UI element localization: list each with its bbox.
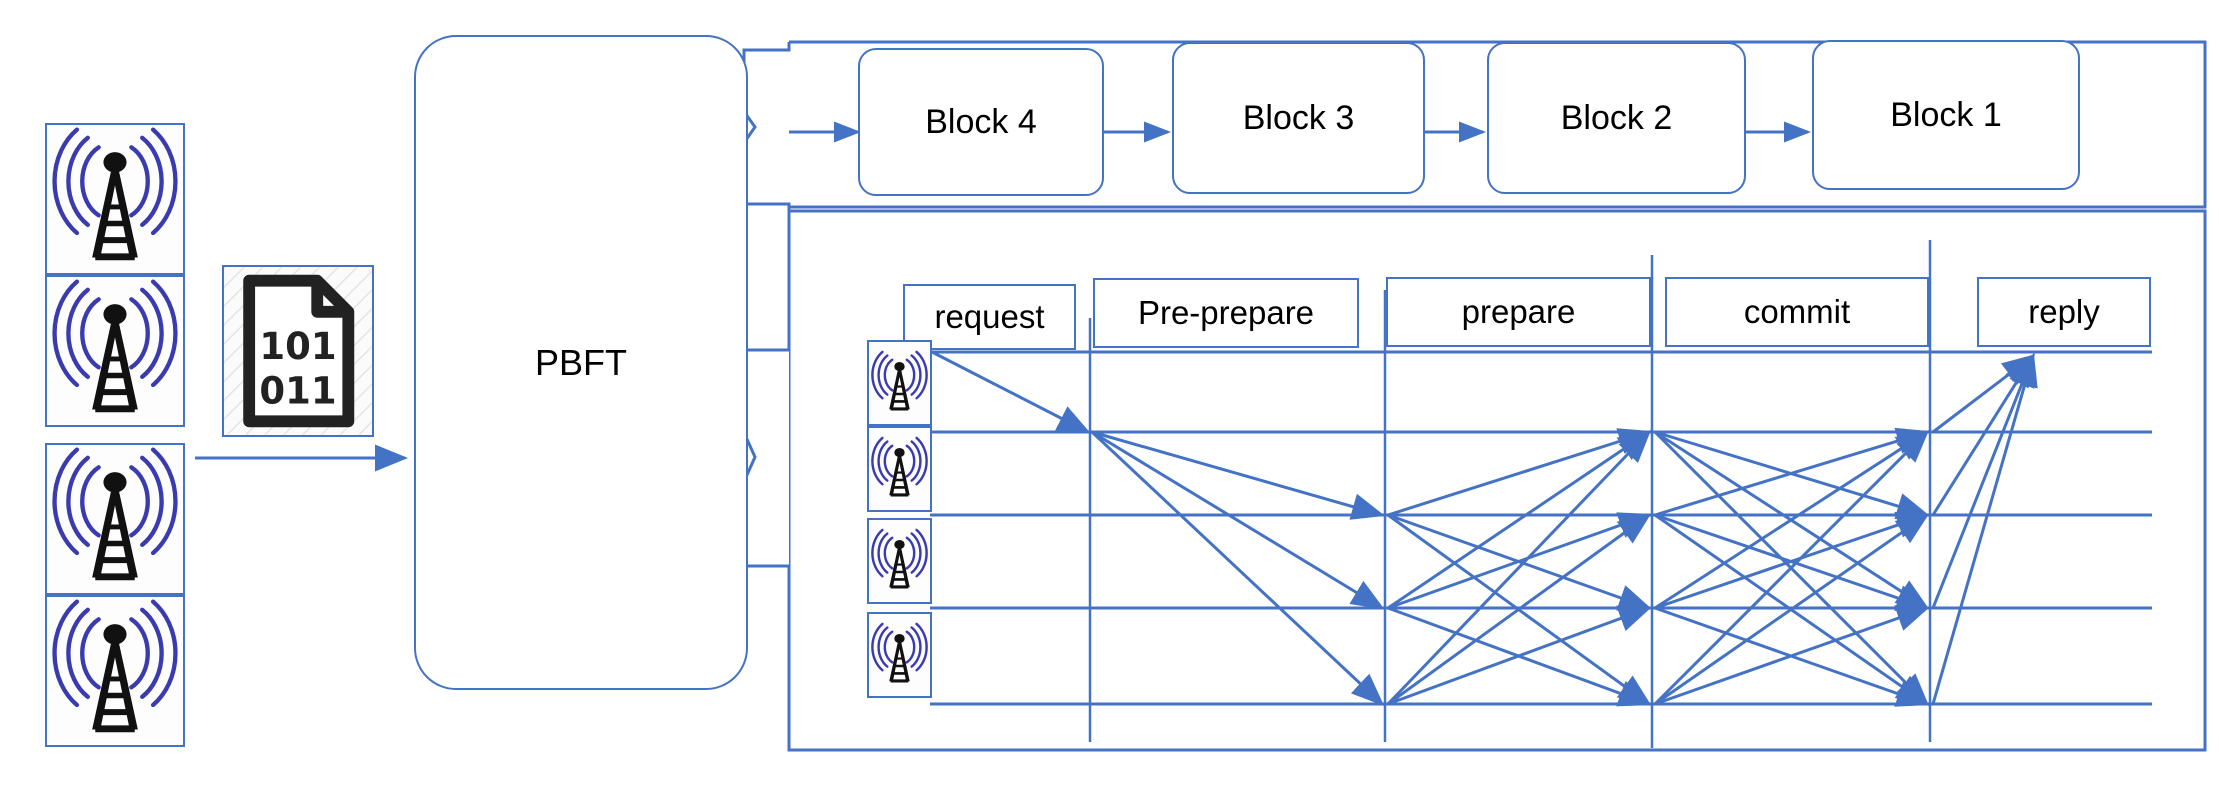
phase-label-text: commit [1743,293,1851,330]
radio-tower-icon [52,599,178,733]
phase-reply[interactable]: reply [1977,277,2151,347]
radio-tower-icon [52,127,178,261]
block-label: Block 2 [1560,98,1673,137]
binary-data-packet[interactable]: 101 011 [222,265,374,437]
radio-tower-icon [871,350,928,411]
phase-label-text: prepare [1461,293,1576,330]
node-lifelines [930,350,2152,706]
block-4[interactable]: Block 4 [858,48,1104,196]
reply-messages [1931,353,2038,705]
binary-line-2: 011 [259,370,336,413]
pbft-node-client[interactable] [867,340,932,426]
phase-prepare[interactable]: prepare [1386,277,1651,347]
phase-pre-prepare[interactable]: Pre-prepare [1093,278,1359,348]
pbft-sequence-container [787,209,2207,752]
block-3[interactable]: Block 3 [1172,42,1425,194]
block-1[interactable]: Block 1 [1812,40,2080,190]
pre-prepare-messages [1090,430,1385,707]
sensor-node-4[interactable] [45,595,185,747]
pbft-label: PBFT [534,341,627,383]
binary-line-1: 101 [259,325,336,368]
phase-request[interactable]: request [903,284,1076,350]
phase-commit[interactable]: commit [1665,277,1929,347]
pbft-node-replica-2[interactable] [867,518,932,604]
phase-label-text: request [934,298,1045,335]
sensor-node-3[interactable] [45,443,185,595]
sensor-node-2[interactable] [45,275,185,427]
phase-label-text: Pre-prepare [1137,294,1315,331]
prepare-messages [1386,428,1652,707]
radio-tower-icon [871,436,928,497]
radio-tower-icon [871,622,928,683]
blockchain-container [789,40,2207,209]
binary-document-icon: 101 011 [224,267,372,435]
block-2[interactable]: Block 2 [1487,42,1746,194]
block-label: Block 4 [925,102,1037,141]
radio-tower-icon [52,279,178,413]
pbft-module-box[interactable]: PBFT [414,35,748,690]
pbft-node-replica-3[interactable] [867,612,932,698]
pbft-node-primary[interactable] [867,426,932,512]
request-messages [931,350,1091,434]
block-label: Block 3 [1242,98,1355,137]
radio-tower-icon [52,447,178,581]
block-label: Block 1 [1890,95,2002,134]
sensor-node-1[interactable] [45,123,185,275]
phase-label-text: reply [2028,293,2100,330]
radio-tower-icon [871,528,928,589]
commit-messages [1653,427,1930,707]
